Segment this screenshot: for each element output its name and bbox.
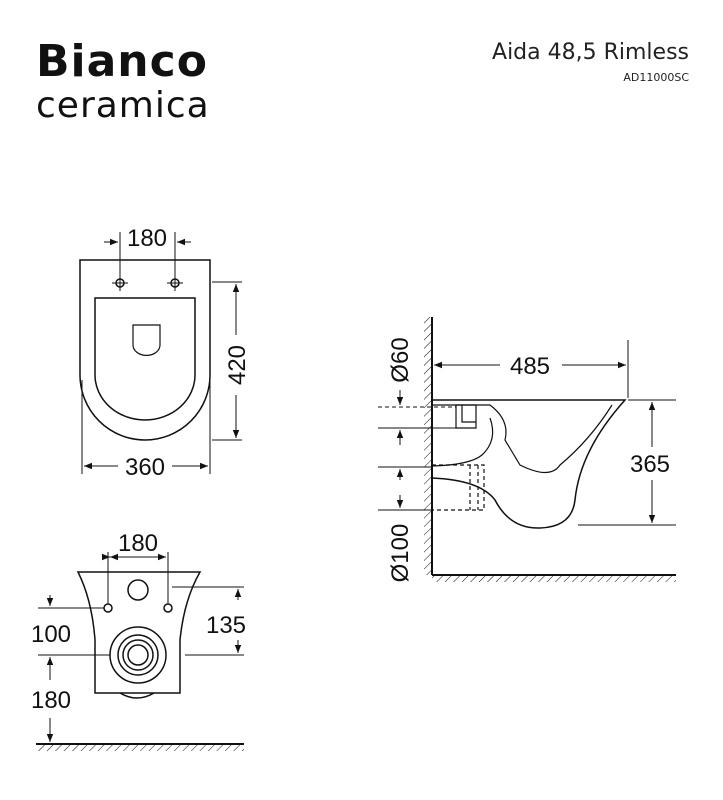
top-view-seat	[94, 297, 196, 421]
label-front-floor: 180	[31, 687, 71, 714]
side-bowl-trap	[431, 417, 494, 467]
label-front-bolt-spacing: 180	[118, 530, 158, 557]
product-code: AD11000SC	[623, 71, 689, 84]
label-side-inlet-diameter: Ø60	[387, 337, 414, 382]
brand-name-line1: Bianco	[36, 36, 208, 87]
dimension-front-bolt-spacing	[102, 552, 169, 604]
label-front-outlet-offset: 100	[31, 621, 71, 648]
dimension-side-outlet	[378, 466, 432, 511]
dimension-side-inlet	[378, 390, 456, 445]
brand-logo: Bianco ceramica	[36, 40, 236, 124]
label-side-length: 485	[510, 353, 550, 380]
side-outlet-connector	[431, 464, 485, 511]
dimension-top-depth	[212, 281, 242, 441]
side-view	[378, 317, 676, 582]
front-bolt-right	[163, 603, 173, 613]
front-outlet-flange	[109, 626, 167, 684]
front-view	[36, 552, 244, 751]
side-floor	[432, 574, 676, 582]
product-header: Aida 48,5 Rimless AD11000SC	[492, 40, 689, 84]
label-top-width: 360	[125, 454, 165, 481]
top-view-outline	[79, 259, 211, 441]
label-side-outlet-diameter: Ø100	[387, 524, 414, 583]
side-inlet-connector	[455, 404, 477, 429]
label-top-depth: 420	[224, 345, 251, 385]
product-name: Aida 48,5 Rimless	[492, 40, 689, 65]
side-bowl-outline	[431, 399, 627, 529]
dimension-side-length	[434, 340, 629, 398]
side-wall	[424, 317, 433, 575]
label-front-bolt-height: 135	[206, 612, 246, 639]
front-flush-inlet	[127, 579, 149, 601]
side-bowl-inner	[432, 404, 613, 474]
front-view-foot	[119, 692, 155, 699]
dimension-top-bolt-spacing	[104, 232, 191, 280]
brand-name-line2: ceramica	[36, 85, 210, 126]
top-view	[79, 232, 242, 474]
label-side-height: 365	[630, 451, 670, 478]
dimension-front-bolt-height	[172, 586, 244, 656]
front-floor	[36, 743, 244, 751]
dimension-top-width	[81, 380, 211, 474]
front-bolt-left	[103, 603, 113, 613]
top-view-flush-hole	[132, 324, 161, 356]
label-top-bolt-spacing: 180	[127, 225, 167, 252]
dimension-side-height	[578, 399, 676, 526]
